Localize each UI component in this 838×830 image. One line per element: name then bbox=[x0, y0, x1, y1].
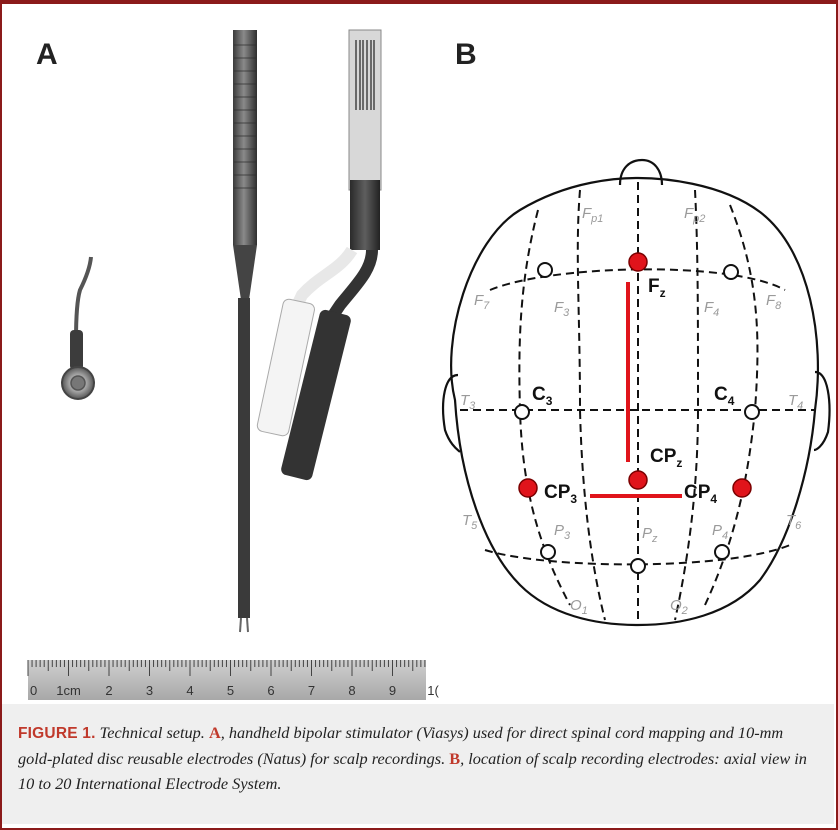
faded-electrode-label-subscript: 1 bbox=[582, 605, 588, 617]
ruler-number: 1( bbox=[427, 683, 439, 698]
electrode-marker-highlighted bbox=[519, 479, 537, 497]
ruler-number: 6 bbox=[267, 683, 274, 698]
faded-electrode-label: F8 bbox=[766, 292, 782, 312]
electrode-marker-highlighted bbox=[629, 471, 647, 489]
electrode-marker-highlighted bbox=[733, 479, 751, 497]
caption-part-1: Technical setup. bbox=[96, 723, 209, 742]
bipolar-stimulator-probe bbox=[233, 30, 257, 632]
faded-electrode-label-subscript: 7 bbox=[483, 300, 490, 312]
electrode-marker bbox=[541, 545, 555, 559]
faded-electrode-label-subscript: 4 bbox=[713, 307, 719, 319]
faded-electrode-label-subscript: 8 bbox=[775, 300, 782, 312]
electrode-marker bbox=[745, 405, 759, 419]
ruler-number: 0 bbox=[30, 683, 37, 698]
faded-electrode-label-subscript: p2 bbox=[692, 213, 705, 225]
ruler-number: 3 bbox=[146, 683, 153, 698]
faded-electrode-label-subscript: 3 bbox=[469, 400, 476, 412]
ruler: 0 1cm 2 3 4 5 6 7 8 9 1( bbox=[28, 660, 439, 700]
faded-electrode-label: O1 bbox=[570, 597, 588, 617]
electrode-label-subscript: 4 bbox=[710, 492, 717, 506]
electrode-label: CP4 bbox=[684, 482, 717, 506]
faded-electrode-label-subscript: z bbox=[651, 533, 658, 545]
electrode-label: Fz bbox=[648, 276, 666, 300]
electrode-marker bbox=[515, 405, 529, 419]
faded-electrode-label-subscript: 5 bbox=[471, 520, 478, 532]
faded-electrode-label-subscript: 3 bbox=[564, 530, 571, 542]
figure-label: FIGURE 1. bbox=[18, 725, 96, 742]
electrode-marker-highlighted bbox=[629, 253, 647, 271]
faded-electrode-label: Fp2 bbox=[684, 205, 705, 225]
figure-caption: FIGURE 1. Technical setup. A, handheld b… bbox=[2, 704, 834, 824]
head-outline bbox=[443, 160, 829, 625]
electrode-label-subscript: 4 bbox=[728, 394, 735, 408]
faded-electrode-label: F4 bbox=[704, 299, 719, 319]
faded-electrode-label: T5 bbox=[462, 512, 478, 532]
faded-electrode-label: P3 bbox=[554, 522, 571, 542]
faded-electrode-label-subscript: 2 bbox=[681, 605, 688, 617]
panel-label-b: B bbox=[455, 38, 477, 72]
faded-electrode-label-subscript: 4 bbox=[722, 530, 728, 542]
electrode-marker bbox=[724, 265, 738, 279]
ruler-number: 1cm bbox=[56, 683, 81, 698]
disc-electrode bbox=[62, 257, 94, 399]
caption-ref-a: A bbox=[209, 723, 221, 742]
electrode-label-subscript: 3 bbox=[570, 492, 577, 506]
faded-electrode-label: Fp1 bbox=[582, 205, 603, 225]
faded-electrode-label-subscript: 3 bbox=[563, 307, 570, 319]
faded-electrode-label: P4 bbox=[712, 522, 728, 542]
faded-electrode-label-subscript: 6 bbox=[795, 520, 802, 532]
caption-text: FIGURE 1. Technical setup. A, handheld b… bbox=[18, 720, 818, 796]
highlighted-electrodes bbox=[519, 253, 751, 497]
ruler-number: 2 bbox=[105, 683, 112, 698]
faded-electrode-label: F3 bbox=[554, 299, 570, 319]
electrode-label: C3 bbox=[532, 384, 553, 408]
electrode-label: CP3 bbox=[544, 482, 577, 506]
ruler-number: 5 bbox=[227, 683, 234, 698]
ruler-number: 4 bbox=[186, 683, 193, 698]
electrode-label: C4 bbox=[714, 384, 735, 408]
faded-electrode-label: F7 bbox=[474, 292, 490, 312]
panel-label-a: A bbox=[36, 38, 58, 72]
stimulator-cable bbox=[256, 30, 381, 481]
electrode-label: CPz bbox=[650, 446, 682, 470]
electrode-marker bbox=[538, 263, 552, 277]
faded-electrode-label-subscript: 4 bbox=[797, 400, 803, 412]
electrode-marker bbox=[715, 545, 729, 559]
faded-electrode-label-subscript: p1 bbox=[590, 213, 603, 225]
faded-electrode-label: O2 bbox=[670, 597, 688, 617]
electrode-label-subscript: 3 bbox=[546, 394, 553, 408]
ruler-number: 9 bbox=[389, 683, 396, 698]
ruler-number: 7 bbox=[308, 683, 315, 698]
electrode-label-subscript: z bbox=[676, 456, 682, 470]
electrode-marker bbox=[631, 559, 645, 573]
electrode-label-subscript: z bbox=[660, 286, 666, 300]
caption-ref-b: B bbox=[449, 749, 460, 768]
faded-electrode-label: Pz bbox=[642, 525, 658, 545]
ruler-number: 8 bbox=[348, 683, 355, 698]
